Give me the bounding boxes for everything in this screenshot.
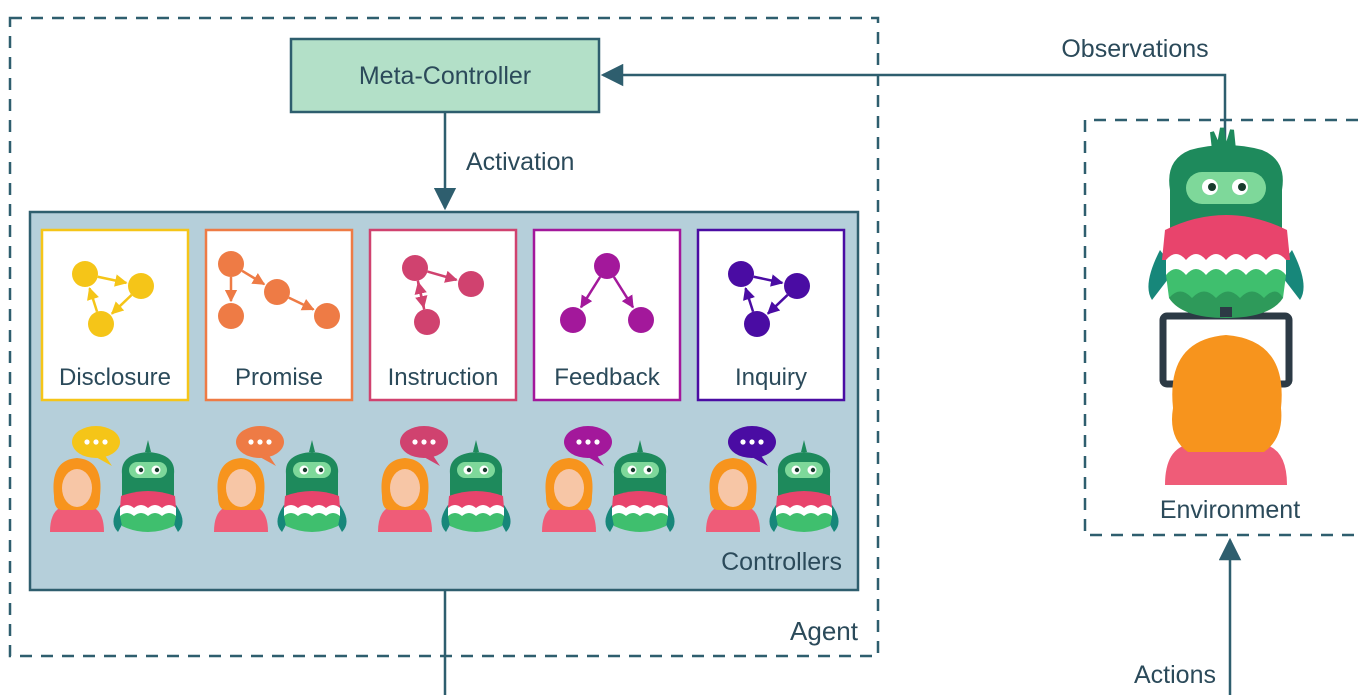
graph-edge — [110, 294, 133, 315]
owl-robot-icon — [1148, 127, 1304, 318]
graph-node — [414, 309, 440, 335]
controller-figures — [542, 426, 675, 532]
graph-node — [784, 273, 810, 299]
graph-edge — [579, 276, 602, 309]
controller-name: Instruction — [388, 364, 499, 391]
person-icon — [706, 506, 760, 532]
graph-node — [128, 273, 154, 299]
graph-node — [88, 311, 114, 337]
actions-label: Actions — [1134, 661, 1216, 689]
graph-node — [594, 253, 620, 279]
graph-edge — [427, 270, 458, 283]
owl-icon — [113, 440, 183, 532]
person-icon — [214, 506, 268, 532]
agent-label: Agent — [790, 616, 859, 646]
environment-illustration — [1148, 127, 1304, 485]
activation-label: Activation — [466, 148, 574, 176]
controller-card-promise: Promise — [204, 228, 354, 402]
graph-edge — [288, 296, 315, 311]
owl-icon — [277, 440, 347, 532]
controller-name: Feedback — [554, 364, 660, 391]
controller-card-inquiry: Inquiry — [696, 228, 846, 402]
environment-box — [1083, 118, 1358, 537]
person-icon — [542, 506, 596, 532]
controller-name: Promise — [235, 364, 323, 391]
graph-edge — [97, 274, 128, 287]
graph-edge — [241, 269, 266, 286]
graph-node — [560, 307, 586, 333]
graph-node — [744, 311, 770, 337]
person-icon — [378, 506, 432, 532]
controller-card-instruction: Instruction — [368, 228, 518, 402]
graph-node — [218, 251, 244, 277]
controller-card-disclosure: Disclosure — [40, 228, 190, 402]
graph-edge — [753, 274, 784, 287]
graph-edge — [743, 287, 755, 312]
user-icon — [1165, 335, 1287, 485]
owl-icon — [605, 440, 675, 532]
observations-arrow — [600, 63, 1227, 145]
environment-label: Environment — [1160, 496, 1300, 524]
graph-edge — [414, 281, 427, 310]
graph-node — [628, 307, 654, 333]
person-icon — [50, 506, 104, 532]
graph-edge — [87, 287, 99, 312]
graph-edge — [766, 294, 789, 315]
controllers-label: Controllers — [721, 548, 842, 576]
controller-figures — [378, 426, 511, 532]
graph-node — [314, 303, 340, 329]
graph-edge — [612, 276, 635, 309]
graph-node — [72, 261, 98, 287]
controller-figures — [214, 426, 347, 532]
meta-controller-label: Meta-Controller — [359, 62, 531, 90]
graph-node — [728, 261, 754, 287]
controller-figures — [50, 426, 183, 532]
controller-figures — [706, 426, 839, 532]
owl-icon — [441, 440, 511, 532]
controller-name: Inquiry — [735, 364, 807, 391]
graph-node — [264, 279, 290, 305]
controller-card-feedback: Feedback — [532, 228, 682, 402]
observations-label: Observations — [1061, 35, 1208, 63]
graph-node — [402, 255, 428, 281]
graph-node — [458, 271, 484, 297]
controller-name: Disclosure — [59, 364, 171, 391]
owl-icon — [769, 440, 839, 532]
graph-node — [218, 303, 244, 329]
